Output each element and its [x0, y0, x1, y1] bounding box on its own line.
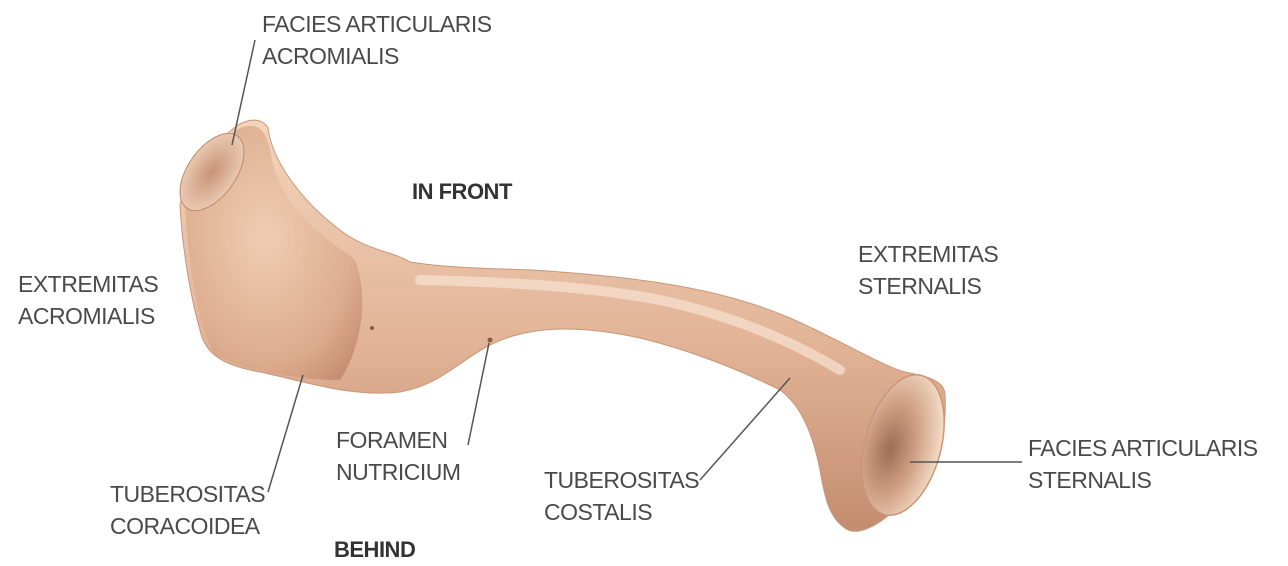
label-line: NUTRICIUM — [336, 456, 461, 488]
leader-foramen-nutricium — [468, 343, 489, 445]
label-foramen-nutricium: FORAMEN NUTRICIUM — [336, 424, 461, 488]
label-line: TUBEROSITAS — [110, 478, 265, 510]
label-line: FORAMEN — [336, 424, 461, 456]
label-facies-articularis-sternalis: FACIES ARTICULARIS STERNALIS — [1028, 432, 1258, 496]
surface-dot — [370, 326, 374, 330]
label-line: COSTALIS — [544, 496, 699, 528]
leader-tuberositas-coracoidea — [268, 375, 303, 492]
label-extremitas-acromialis: EXTREMITAS ACROMIALIS — [18, 268, 158, 332]
label-line: FACIES ARTICULARIS — [262, 8, 492, 40]
label-tuberositas-coracoidea: TUBEROSITAS CORACOIDEA — [110, 478, 265, 542]
label-line: FACIES ARTICULARIS — [1028, 432, 1258, 464]
label-behind: BEHIND — [334, 534, 415, 566]
label-tuberositas-costalis: TUBEROSITAS COSTALIS — [544, 464, 699, 528]
label-line: ACROMIALIS — [262, 40, 492, 72]
label-extremitas-sternalis: EXTREMITAS STERNALIS — [858, 238, 998, 302]
label-line: EXTREMITAS — [18, 268, 158, 300]
label-line: CORACOIDEA — [110, 510, 265, 542]
leader-tuberositas-costalis — [700, 378, 790, 480]
label-line: EXTREMITAS — [858, 238, 998, 270]
label-line: STERNALIS — [858, 270, 998, 302]
label-facies-articularis-acromialis: FACIES ARTICULARIS ACROMIALIS — [262, 8, 492, 72]
foramen-dot — [488, 338, 493, 343]
label-line: TUBEROSITAS — [544, 464, 699, 496]
label-line: ACROMIALIS — [18, 300, 158, 332]
label-line: STERNALIS — [1028, 464, 1258, 496]
label-in-front: IN FRONT — [412, 176, 512, 208]
